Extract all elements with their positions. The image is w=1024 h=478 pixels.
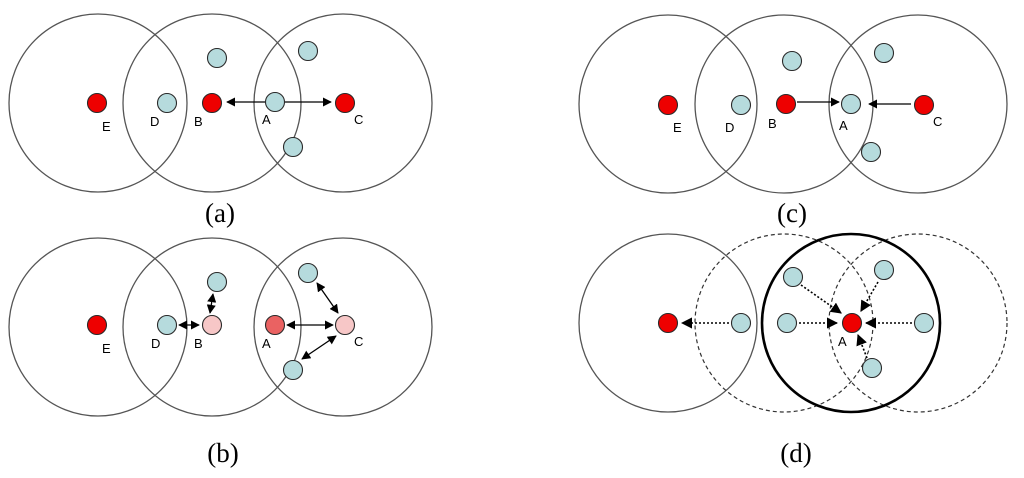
arrow-top-relay-c <box>316 282 339 314</box>
range-circle-a <box>828 14 1008 194</box>
node-relay-bottom <box>860 141 882 163</box>
range-circle-a <box>253 237 433 417</box>
node-relay-top-left <box>206 47 228 69</box>
range-circle-e <box>8 13 188 193</box>
node-e <box>86 314 108 336</box>
label-a: A <box>839 118 848 133</box>
node-a <box>264 91 286 113</box>
node-a <box>840 93 862 115</box>
node-relay-bottom <box>282 359 304 381</box>
label-e: E <box>102 119 111 134</box>
node-a <box>841 312 863 334</box>
node-d <box>730 94 752 116</box>
label-b: B <box>768 116 777 131</box>
panel-c: E D B A C (c) <box>578 14 1008 228</box>
label-a: A <box>838 334 847 349</box>
label-a: A <box>262 336 271 351</box>
label-c: C <box>354 112 363 127</box>
node-a <box>264 314 286 336</box>
node-relay-bottom <box>282 136 304 158</box>
node-relay-top-right <box>297 40 319 62</box>
range-circle-a <box>253 13 433 193</box>
node-relay-top-right <box>873 42 895 64</box>
label-c: C <box>933 114 942 129</box>
arrow-top-left-to-a <box>800 284 842 314</box>
node-b <box>201 92 223 114</box>
range-circle-left <box>578 233 758 413</box>
label-e: E <box>102 341 111 356</box>
caption-a: (a) <box>205 198 235 228</box>
node-relay-bottom <box>861 357 883 379</box>
node-relay-top-left <box>782 266 804 288</box>
node-d <box>156 314 178 336</box>
node-c <box>334 92 356 114</box>
node-b <box>775 93 797 115</box>
range-circle-e <box>578 14 758 194</box>
arrow-b-relay <box>206 293 217 314</box>
arrow-bottom-relay-c <box>301 335 337 360</box>
label-d: D <box>725 120 734 135</box>
node-d <box>156 92 178 114</box>
panel-b: E D B A C (b) <box>8 237 433 468</box>
panel-d: A (d) <box>578 232 1008 468</box>
label-e: E <box>673 120 682 135</box>
label-c: C <box>354 334 363 349</box>
node-relay-top-right <box>297 262 319 284</box>
node-relay-right <box>913 312 935 334</box>
node-e <box>86 92 108 114</box>
arrow-top-right-to-a <box>860 281 879 312</box>
caption-b: (b) <box>207 438 238 468</box>
range-circle-a-bold <box>760 232 942 414</box>
node-left-active <box>657 312 679 334</box>
node-relay-left <box>730 312 752 334</box>
node-relay-top-left <box>781 50 803 72</box>
node-relay-top-left <box>206 271 228 293</box>
node-c <box>334 314 356 336</box>
label-b: B <box>194 114 203 129</box>
node-e <box>657 94 679 116</box>
node-relay-top-right <box>873 259 895 281</box>
caption-d: (d) <box>780 438 811 468</box>
range-circle-dashed-right <box>828 233 1008 413</box>
node-c <box>913 94 935 116</box>
label-b: B <box>194 336 203 351</box>
node-relay-center-left <box>776 312 798 334</box>
label-a: A <box>262 112 271 127</box>
caption-c: (c) <box>777 198 807 228</box>
node-b <box>201 314 223 336</box>
range-circle-b <box>122 13 302 193</box>
label-d: D <box>150 114 159 129</box>
arrow-bottom-to-a <box>856 333 868 359</box>
panel-a: E D B A C (a) <box>8 13 433 228</box>
label-d: D <box>151 336 160 351</box>
